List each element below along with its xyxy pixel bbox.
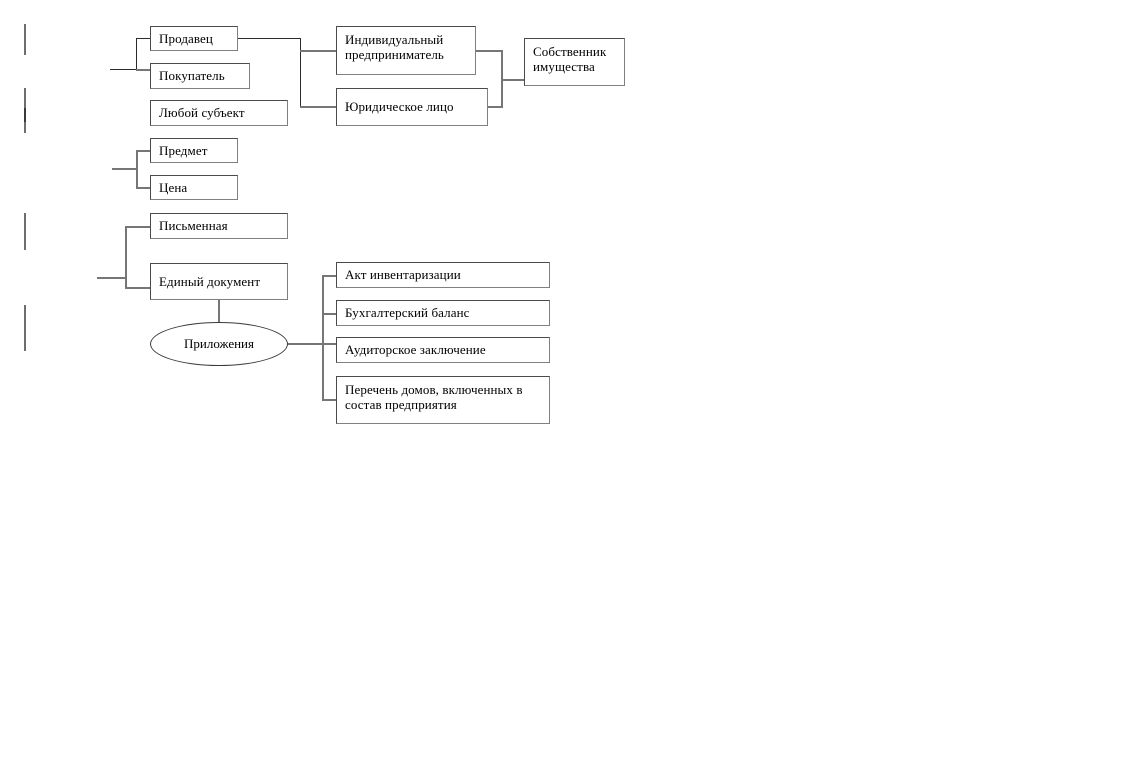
node-individual-entrepreneur[interactable]: Индивидуальный предприниматель	[336, 26, 476, 75]
group-tick-form	[24, 213, 26, 250]
connector-to-annex-4	[322, 399, 337, 401]
node-any-subject[interactable]: Любой субъект	[150, 100, 288, 126]
connector-parties-to-buyer	[136, 69, 151, 71]
node-audit-report[interactable]: Аудиторское заключение	[336, 337, 550, 363]
node-legal-entity[interactable]: Юридическое лицо	[336, 88, 488, 126]
connector-to-annex-3	[322, 343, 337, 345]
connector-legalentity-out	[488, 106, 502, 108]
connector-annexes-out	[288, 343, 324, 345]
node-house-list[interactable]: Перечень домов, включенных в состав пред…	[336, 376, 550, 424]
group-tick-parties	[24, 24, 26, 55]
node-price[interactable]: Цена	[150, 175, 238, 200]
connector-form-trunk	[125, 226, 127, 288]
connector-to-owner	[501, 79, 525, 81]
connector-to-single-document	[125, 287, 151, 289]
node-inventory-act[interactable]: Акт инвентаризации	[336, 262, 550, 288]
connector-to-written	[125, 226, 151, 228]
connector-entrepreneur-out	[476, 50, 502, 52]
group-tick-annexes	[24, 305, 26, 351]
node-seller[interactable]: Продавец	[150, 26, 238, 51]
connector-to-annex-2	[322, 313, 337, 315]
node-buyer[interactable]: Покупатель	[150, 63, 250, 89]
group-tick-subject-dark	[24, 108, 26, 122]
connector-to-price	[136, 187, 151, 189]
node-balance-sheet[interactable]: Бухгалтерский баланс	[336, 300, 550, 326]
connector-subject-stem	[112, 168, 137, 170]
connector-parties-right-top	[300, 38, 301, 107]
node-written[interactable]: Письменная	[150, 213, 288, 239]
connector-seller-out	[238, 38, 301, 39]
connector-annexes-trunk	[322, 275, 324, 401]
connector-parties-to-seller	[136, 38, 151, 39]
node-annexes[interactable]: Приложения	[150, 322, 288, 366]
connector-to-subject-matter	[136, 150, 151, 152]
connector-parties-stem	[110, 69, 137, 70]
node-property-owner[interactable]: Собственник имущества	[524, 38, 625, 86]
connector-parties-trunk	[136, 38, 137, 70]
connector-to-annex-1	[322, 275, 337, 277]
connector-to-legal-entity	[300, 106, 337, 108]
connector-form-stem	[97, 277, 126, 279]
connector-to-entrepreneur	[300, 50, 337, 52]
node-single-document[interactable]: Единый документ	[150, 263, 288, 300]
node-subject-matter[interactable]: Предмет	[150, 138, 238, 163]
connector-subject-trunk	[136, 150, 138, 188]
connector-document-to-annexes	[218, 300, 220, 323]
